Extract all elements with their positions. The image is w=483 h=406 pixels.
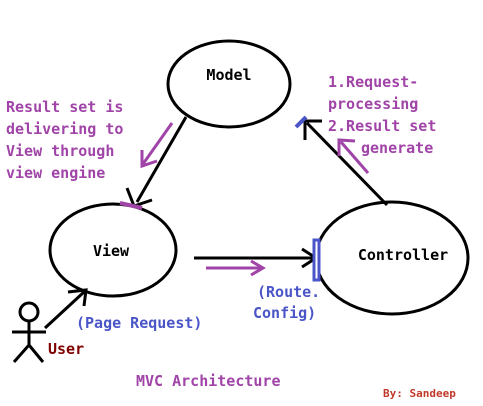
- model-node: [166, 39, 292, 129]
- controller-label: Controller: [358, 246, 448, 264]
- view-label: View: [93, 242, 130, 260]
- request-annotation: 1.Request- processing 2.Result set gener…: [328, 73, 436, 157]
- route-config-line-2: Config): [253, 304, 316, 322]
- result-set-line-4: view engine: [6, 164, 105, 182]
- arrow-user-to-view: [43, 288, 88, 330]
- route-config-annotation: (Route. Config): [253, 283, 320, 322]
- purple-arrow-route: [206, 259, 266, 277]
- user-label: User: [48, 340, 84, 358]
- controller-entry-mark: [312, 238, 321, 282]
- purple-arrow-request: [337, 138, 370, 174]
- route-config-line-1: (Route.: [257, 283, 320, 301]
- request-line-4: generate: [361, 139, 433, 157]
- user-icon: [12, 301, 46, 363]
- result-set-line-3: View through: [6, 142, 114, 160]
- view-node: [48, 202, 178, 298]
- diagram-title: MVC Architecture: [136, 372, 281, 390]
- request-line-1: 1.Request-: [328, 73, 418, 91]
- purple-arrow-result-set: [140, 122, 174, 169]
- model-label: Model: [206, 66, 251, 84]
- result-set-line-2: delivering to: [6, 120, 123, 138]
- request-line-3: 2.Result set: [328, 117, 436, 135]
- page-request-label: (Page Request): [76, 314, 202, 332]
- view-entry-mark: [119, 201, 143, 210]
- arrow-controller-to-model: [303, 119, 389, 207]
- result-set-annotation: Result set is delivering to View through…: [6, 98, 123, 182]
- result-set-line-1: Result set is: [6, 98, 123, 116]
- model-entry-mark: [294, 115, 308, 129]
- author-credit: By: Sandeep: [383, 387, 456, 400]
- request-line-2: processing: [328, 95, 418, 113]
